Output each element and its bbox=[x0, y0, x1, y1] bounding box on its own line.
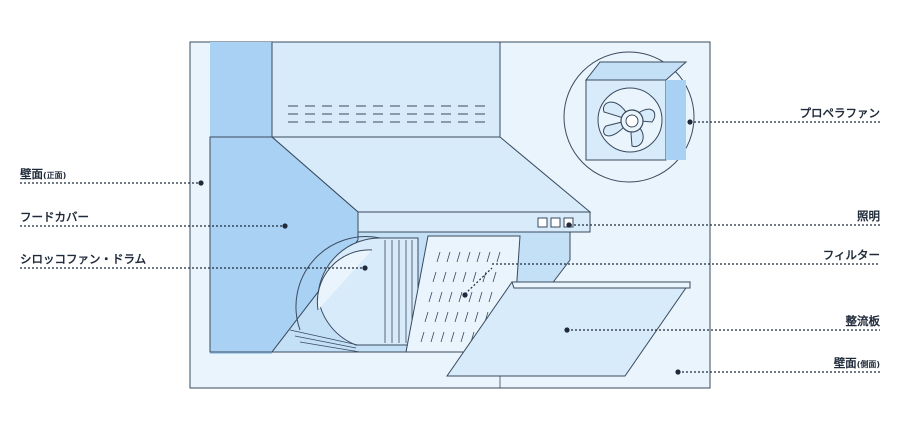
control-button-1 bbox=[537, 217, 548, 228]
control-button-2 bbox=[550, 217, 561, 228]
label-wall-front-main: 壁面 bbox=[20, 167, 43, 181]
label-wall-side: 壁面(側面) bbox=[834, 356, 880, 372]
label-baffle-plate: 整流板 bbox=[845, 314, 881, 328]
label-wall-side-main: 壁面 bbox=[833, 356, 857, 370]
sirocco-fan-drum bbox=[289, 236, 419, 353]
baffle-plate-edge bbox=[511, 281, 691, 289]
filter-slots bbox=[420, 251, 501, 343]
label-propeller-fan: プロペラファン bbox=[799, 106, 881, 120]
label-sirocco-fan: シロッコファン・ドラム bbox=[20, 252, 147, 266]
label-wall-front-note: (正面) bbox=[43, 171, 67, 180]
label-wall-side-note: (側面) bbox=[856, 360, 880, 369]
label-hood-cover: フードカバー bbox=[20, 210, 89, 224]
leader-lines bbox=[20, 121, 880, 373]
chimney-cover bbox=[271, 41, 501, 138]
label-filter: フィルター bbox=[822, 248, 880, 262]
lighting-bar bbox=[357, 211, 591, 233]
label-wall-front: 壁面(正面) bbox=[20, 167, 66, 183]
leader-dots bbox=[198, 119, 693, 375]
propeller-fan-inset bbox=[563, 51, 695, 183]
label-lighting: 照明 bbox=[857, 209, 880, 223]
chimney-vents bbox=[288, 105, 485, 123]
